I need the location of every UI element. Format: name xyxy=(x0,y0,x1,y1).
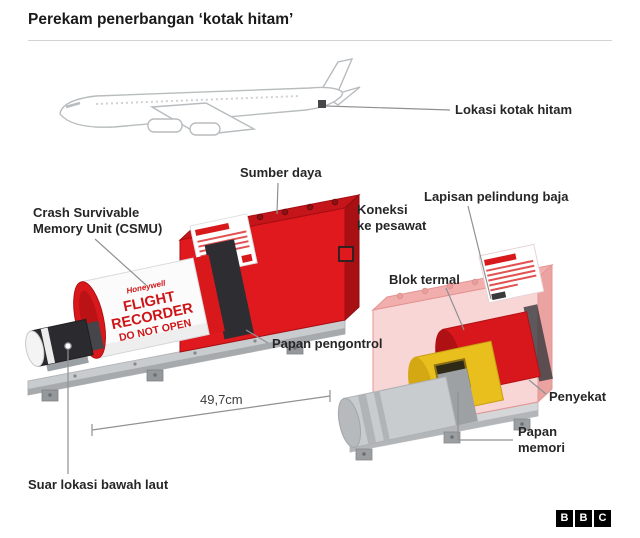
locator-beacon xyxy=(25,318,105,372)
airplane-illustration xyxy=(59,58,361,136)
label-underwater-beacon: Suar lokasi bawah laut xyxy=(28,477,169,492)
label-controller-board: Papan pengontrol xyxy=(272,336,383,351)
label-csmu: Crash Survivable Memory Unit (CSMU) xyxy=(33,205,163,236)
pointer-shield xyxy=(467,205,492,300)
label-thermal-block: Blok termal xyxy=(389,272,460,287)
bbc-logo-block: B xyxy=(575,510,592,527)
bbc-logo-block: B xyxy=(556,510,573,527)
bbc-logo-block: C xyxy=(594,510,611,527)
csmu-cylinder: Honeywell FLIGHT RECORDER DO NOT OPEN xyxy=(73,239,254,359)
pointer-insulation xyxy=(528,379,547,395)
beacon-pointer-dot xyxy=(64,342,72,350)
engine xyxy=(147,118,183,133)
cockpit-window xyxy=(65,101,81,109)
black-box-location-marker xyxy=(318,100,326,108)
pointer-memory xyxy=(457,392,513,441)
label-length: 49,7cm xyxy=(200,392,243,407)
wing xyxy=(149,102,257,136)
label-insulation: Penyekat xyxy=(549,389,607,404)
label-steel-shield: Lapisan pelindung baja xyxy=(424,189,569,204)
engine xyxy=(189,122,221,136)
pointer-location xyxy=(325,105,451,111)
base-tray-lip xyxy=(28,328,345,395)
label-black-box-location: Lokasi kotak hitam xyxy=(455,102,573,117)
title-divider xyxy=(28,40,612,41)
bbc-logo: B B C xyxy=(556,510,611,527)
front-cylinder-assembly xyxy=(337,368,478,448)
page-title: Perekam penerbangan ‘kotak hitam’ xyxy=(28,11,294,28)
passenger-windows xyxy=(95,95,301,105)
pointer-power xyxy=(276,182,279,215)
pointer-lines xyxy=(67,105,547,474)
pointer-thermal xyxy=(445,287,465,331)
aircraft-connector xyxy=(338,246,354,262)
measure-line xyxy=(91,395,331,431)
pointer-controller xyxy=(245,329,269,344)
label-aircraft-connection: Koneksi ke pesawat xyxy=(357,202,427,233)
flight-recorder-illustration: Honeywell FLIGHT RECORDER DO NOT OPEN xyxy=(25,193,361,402)
pointer-csmu xyxy=(94,238,147,286)
cutaway-spec-sticker xyxy=(478,243,545,304)
cutaway-recorder-illustration xyxy=(337,243,554,461)
label-power-source: Sumber daya xyxy=(240,165,322,180)
label-memory-board: Papan memori xyxy=(518,424,565,455)
